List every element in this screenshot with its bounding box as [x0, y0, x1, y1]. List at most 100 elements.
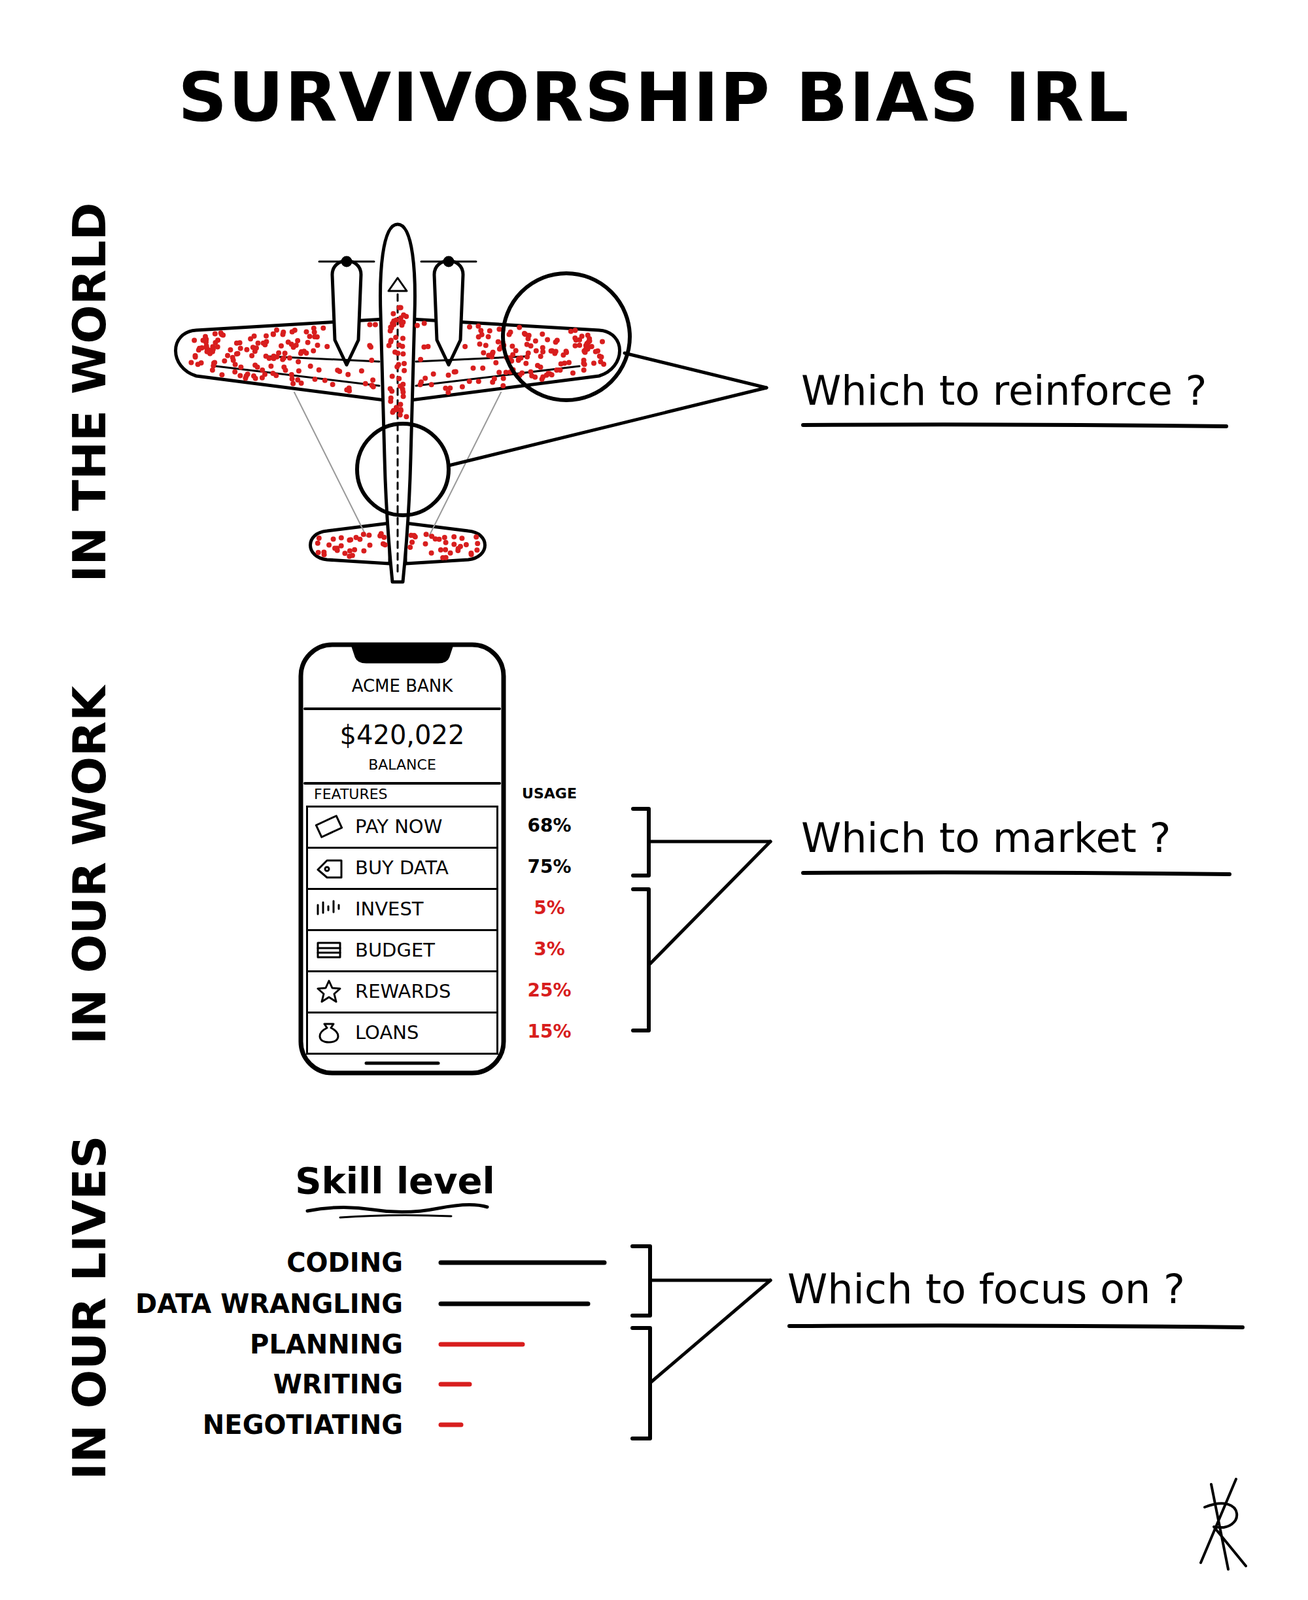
hit-dot — [593, 349, 599, 355]
hit-dot — [347, 548, 353, 554]
hit-dot — [310, 348, 316, 354]
hit-dot — [533, 338, 539, 345]
hit-dot — [242, 376, 248, 382]
hit-dot — [252, 362, 258, 369]
hit-dot — [305, 340, 311, 346]
hit-dot — [281, 355, 287, 362]
hit-dot — [349, 552, 356, 558]
hit-dot — [321, 551, 327, 558]
hit-dot — [525, 336, 532, 342]
feature-name: BUY DATA — [355, 858, 449, 879]
hit-dot — [451, 534, 457, 540]
hit-dot — [544, 372, 550, 379]
hit-dot — [287, 355, 293, 361]
hit-dot — [421, 321, 428, 327]
screen-text: $420,022 — [340, 720, 465, 751]
hit-dot — [275, 350, 282, 356]
hit-dot — [308, 363, 314, 369]
hit-dot — [473, 534, 479, 540]
hit-dot — [580, 361, 586, 367]
hit-dot — [483, 342, 489, 348]
hit-dot — [209, 367, 216, 373]
hit-dot — [370, 377, 376, 383]
hit-dot — [227, 347, 233, 353]
hit-dot — [407, 544, 413, 551]
hit-dot — [377, 533, 383, 539]
hit-dot — [268, 363, 274, 369]
hit-dot — [218, 330, 224, 336]
hit-dot — [401, 368, 407, 374]
hit-dot — [516, 325, 522, 331]
hit-dot — [525, 350, 532, 356]
feature-name: INVEST — [355, 899, 424, 921]
hit-dot — [475, 323, 481, 329]
hit-dot — [566, 360, 572, 366]
hit-dot — [423, 531, 430, 537]
hit-dot — [447, 550, 454, 556]
hit-dot — [539, 331, 545, 337]
hit-dot — [221, 358, 227, 364]
section-label: IN THE WORLD — [63, 202, 117, 583]
hit-dot — [400, 351, 406, 357]
chart-label: USAGE — [521, 785, 577, 802]
hit-dot — [540, 345, 546, 351]
hit-dot — [529, 373, 535, 379]
hit-dot — [400, 335, 406, 341]
hit-dot — [338, 534, 345, 541]
hit-dot — [442, 385, 448, 392]
hit-dot — [366, 533, 372, 539]
hit-dot — [553, 349, 559, 355]
hit-dot — [280, 332, 286, 338]
hit-dot — [361, 531, 367, 537]
chart-label: PLANNING — [249, 1329, 403, 1360]
hit-dot — [278, 343, 284, 349]
hit-dot — [500, 376, 507, 382]
hit-dot — [495, 339, 501, 345]
hit-dot — [395, 350, 401, 356]
hit-dot — [474, 540, 481, 547]
chart-label: 3% — [533, 939, 566, 961]
hit-dot — [509, 343, 515, 349]
hit-dot — [263, 353, 269, 360]
hit-dot — [412, 534, 418, 540]
hit-dot — [215, 344, 221, 350]
hit-dot — [539, 376, 545, 382]
hit-dot — [446, 372, 452, 379]
hit-dot — [445, 389, 451, 396]
hit-dot — [386, 343, 392, 349]
hit-dot — [192, 353, 199, 359]
hit-dot — [298, 351, 304, 357]
hit-dot — [477, 341, 483, 347]
hit-dot — [599, 338, 605, 345]
hit-dot — [315, 550, 322, 556]
hit-dot — [346, 385, 352, 392]
hit-dot — [249, 353, 255, 359]
hit-dot — [250, 344, 256, 350]
hit-dot — [315, 342, 321, 348]
feature-row: INVEST — [306, 888, 499, 932]
hit-dot — [326, 542, 332, 549]
section-label: IN OUR LIVES — [63, 1135, 117, 1481]
chart-label: DATA WRANGLING — [135, 1289, 403, 1320]
hit-dot — [238, 364, 244, 370]
hit-dot — [372, 321, 379, 327]
hit-dot — [429, 550, 435, 556]
hit-dot — [496, 370, 502, 376]
hit-dot — [506, 331, 513, 337]
chart-label: 5% — [533, 897, 566, 919]
hit-dot — [397, 402, 403, 408]
hit-dot — [457, 544, 464, 550]
chart-label: Skill level — [294, 1160, 496, 1203]
title: SURVIVORSHIP BIAS IRL — [177, 58, 1130, 138]
hit-dot — [370, 384, 377, 390]
hit-dot — [263, 333, 269, 339]
hit-dot — [487, 328, 493, 334]
hit-dot — [544, 337, 551, 343]
hit-dot — [294, 338, 301, 344]
hit-dot — [474, 547, 480, 553]
hit-dot — [453, 369, 459, 375]
hit-dot — [485, 353, 492, 359]
hit-dot — [188, 360, 194, 366]
hit-dot — [462, 344, 468, 350]
